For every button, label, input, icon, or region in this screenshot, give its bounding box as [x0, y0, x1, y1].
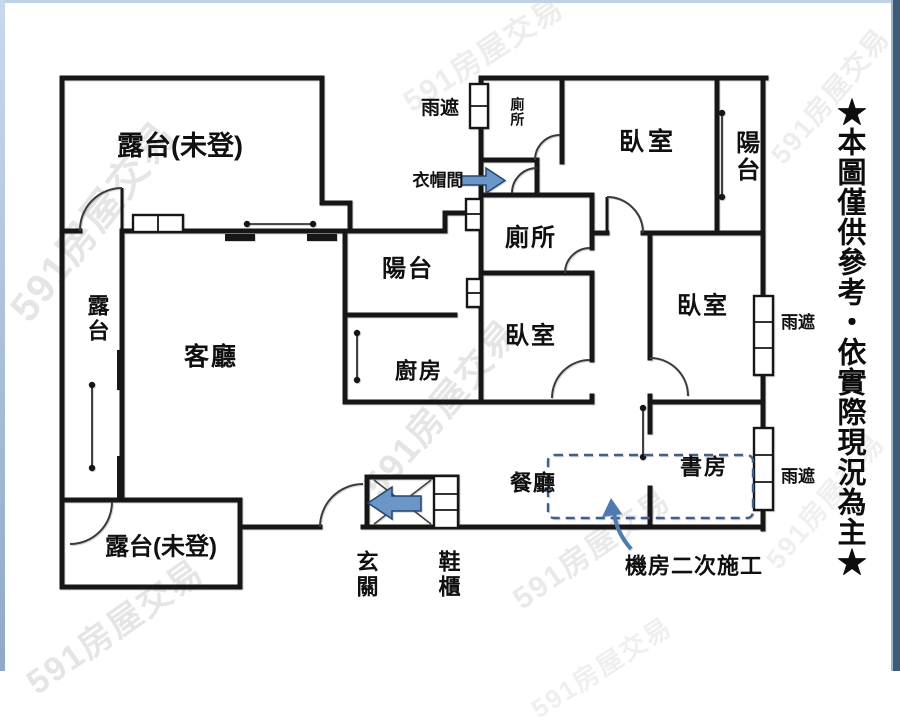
- machine-room-arrow-icon: [602, 498, 633, 551]
- photo-border-top: [0, 0, 900, 3]
- label-machine-room-note: 機房二次施工: [624, 553, 764, 579]
- label-bedroom-right: 臥室: [677, 292, 729, 320]
- label-closet: 衣帽間: [412, 171, 464, 191]
- label-terrace-bottom: 露台(未登): [105, 533, 217, 561]
- label-rain-cover-top: 雨遮: [420, 98, 460, 120]
- label-balcony-mid: 陽台: [382, 255, 434, 283]
- walls: [59, 75, 769, 590]
- door-arcs: [69, 134, 689, 545]
- label-study: 書房: [679, 454, 729, 480]
- label-kitchen: 廚房: [394, 358, 444, 384]
- floorplan-svg: [59, 75, 775, 590]
- label-terrace-top: 露台(未登): [117, 130, 243, 161]
- label-living-room: 客廳: [183, 342, 239, 371]
- label-shoe-cabinet: 鞋櫃: [435, 550, 461, 600]
- shoe-cabinet-symbol: [432, 474, 460, 530]
- disclaimer-text: ★本圖僅供參考・依實際現況為主★: [833, 96, 865, 577]
- machine-room-dashed-zone: [546, 453, 755, 520]
- label-balcony-right: 陽台: [731, 130, 759, 184]
- label-entry: 玄關: [353, 550, 379, 600]
- label-rain-cover-right-lower: 雨遮: [781, 467, 815, 487]
- window-symbols: [131, 82, 775, 530]
- label-toilet-top: 廁所: [509, 97, 526, 127]
- entrance-arrow-icon: [366, 485, 422, 521]
- door-leaves: [120, 188, 609, 233]
- photo-border-right-inner: [891, 0, 893, 671]
- sliding-tracks: [88, 109, 726, 472]
- photo-border-right: [893, 0, 900, 671]
- photo-border-left: [0, 0, 5, 671]
- closet-arrow-icon: [460, 166, 507, 195]
- label-bedroom-top: 臥室: [618, 127, 678, 156]
- wall-bars: [117, 234, 337, 502]
- label-dining-room: 餐廳: [509, 470, 557, 496]
- label-bedroom-mid: 臥室: [505, 322, 557, 350]
- label-terrace-left: 露台: [84, 294, 110, 344]
- label-rain-cover-right-upper: 雨遮: [781, 313, 815, 333]
- label-toilet-mid: 廁所: [505, 224, 557, 252]
